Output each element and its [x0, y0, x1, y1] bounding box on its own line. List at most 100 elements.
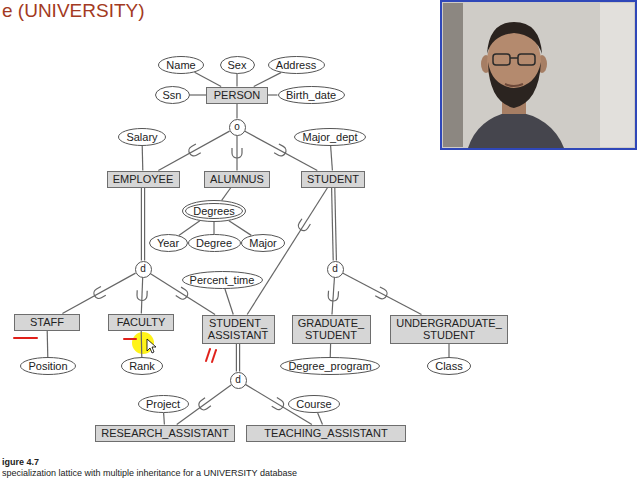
entity-box: TEACHING_ASSISTANT	[246, 425, 406, 442]
caption-text: specialization lattice with multiple inh…	[2, 468, 297, 479]
node-label: Name	[166, 59, 195, 71]
attribute-oval: Percent_time	[182, 271, 263, 289]
node-label: Project	[146, 398, 180, 410]
specialization-circle: o	[229, 119, 246, 136]
attribute-oval: Course	[288, 395, 340, 413]
connector-line	[190, 95, 207, 96]
specialization-circle: d	[135, 261, 152, 278]
node-label: Ssn	[163, 89, 182, 101]
connector-line	[449, 344, 450, 358]
entity-box: STUDENT_ ASSISTANT	[202, 315, 275, 344]
node-label: Major_dept	[302, 131, 357, 143]
specialization-circle: d	[327, 261, 344, 278]
node-label: d	[332, 263, 338, 275]
figure-caption: igure 4.7	[2, 457, 39, 468]
node-label: Address	[276, 59, 316, 71]
node-label: STAFF	[30, 316, 64, 328]
connector-line	[332, 187, 337, 260]
webcam-frame	[441, 1, 636, 149]
node-label: Salary	[126, 131, 157, 143]
node-label: Course	[296, 398, 331, 410]
entity-box: ALUMNUS	[204, 171, 270, 188]
connector-line	[236, 344, 239, 372]
attribute-oval: Major_dept	[294, 128, 366, 146]
connector-line	[179, 221, 200, 236]
connector-line	[328, 277, 338, 314]
connector-line	[158, 131, 229, 170]
attribute-oval: Major	[241, 234, 285, 252]
node-label: Year	[157, 237, 179, 249]
node-label: FACULTY	[117, 316, 166, 328]
node-label: Class	[435, 360, 463, 372]
attribute-oval: Rank	[121, 357, 163, 375]
node-label: Rank	[129, 360, 155, 372]
node-label: Percent_time	[190, 274, 255, 286]
node-label: EMPLOYEE	[113, 173, 174, 185]
multivalued-attribute-oval: Degrees	[182, 200, 246, 222]
attribute-oval: Birth_date	[278, 86, 345, 104]
node-label: Position	[28, 360, 67, 372]
entity-box: FACULTY	[108, 314, 174, 331]
connector-line	[229, 221, 251, 236]
connector-line	[47, 331, 49, 358]
node-label: STUDENT_ ASSISTANT	[208, 317, 268, 341]
entity-box: PERSON	[206, 87, 268, 104]
attribute-oval: Project	[138, 395, 189, 413]
node-label: d	[235, 374, 241, 386]
connector-line	[254, 73, 281, 87]
attribute-oval: Ssn	[155, 86, 190, 104]
attribute-oval: Degree	[188, 234, 241, 252]
node-label: o	[234, 121, 240, 133]
attribute-oval: Degree_program	[280, 357, 380, 375]
attribute-oval: Sex	[220, 56, 255, 74]
entity-box: GRADUATE_ STUDENT	[292, 315, 371, 344]
node-label: UNDERGRADUATE_ STUDENT	[396, 317, 502, 341]
entity-box: RESEARCH_ASSISTANT	[95, 425, 235, 442]
slide-title: e (UNIVERSITY)	[2, 0, 145, 22]
connector-line	[222, 188, 231, 201]
node-label: Major	[249, 237, 277, 249]
entity-box: STAFF	[14, 314, 80, 331]
connector-line	[141, 331, 143, 358]
node-label: Birth_date	[286, 89, 336, 101]
node-label: PERSON	[214, 89, 260, 101]
mouse-cursor	[147, 339, 156, 353]
connector-line	[237, 74, 238, 87]
node-label: Degrees	[193, 205, 235, 217]
node-label: TEACHING_ASSISTANT	[264, 427, 387, 439]
connector-line	[225, 289, 233, 315]
connector-line	[330, 344, 331, 358]
node-label: d	[140, 263, 146, 275]
connector-line	[343, 273, 422, 315]
node-label: ALUMNUS	[210, 173, 264, 185]
connector-line	[163, 413, 165, 425]
attribute-oval: Position	[20, 357, 76, 375]
attribute-oval: Year	[149, 234, 188, 252]
connector-line	[142, 146, 144, 171]
attribute-oval: Name	[158, 56, 204, 74]
attribute-oval: Class	[427, 357, 471, 375]
specialization-circle: d	[230, 372, 247, 389]
node-label: Degree	[196, 237, 232, 249]
attribute-oval: Address	[268, 56, 325, 74]
connector-line	[214, 222, 215, 234]
entity-box: UNDERGRADUATE_ STUDENT	[390, 315, 508, 344]
attribute-oval: Salary	[118, 128, 166, 146]
entity-box: EMPLOYEE	[107, 171, 180, 188]
node-label: Sex	[228, 59, 247, 71]
connector-line	[195, 72, 222, 86]
connector-line	[268, 95, 278, 96]
connector-line	[232, 136, 242, 171]
connector-line	[137, 277, 147, 313]
connector-line	[141, 188, 144, 261]
connector-line	[62, 273, 135, 313]
node-label: Degree_program	[288, 360, 371, 372]
node-label: RESEARCH_ASSISTANT	[101, 427, 229, 439]
connector-line	[318, 413, 323, 425]
entity-box: STUDENT	[301, 171, 365, 188]
connector-line	[237, 104, 238, 119]
connector-line	[331, 146, 333, 171]
node-label: STUDENT	[307, 173, 359, 185]
